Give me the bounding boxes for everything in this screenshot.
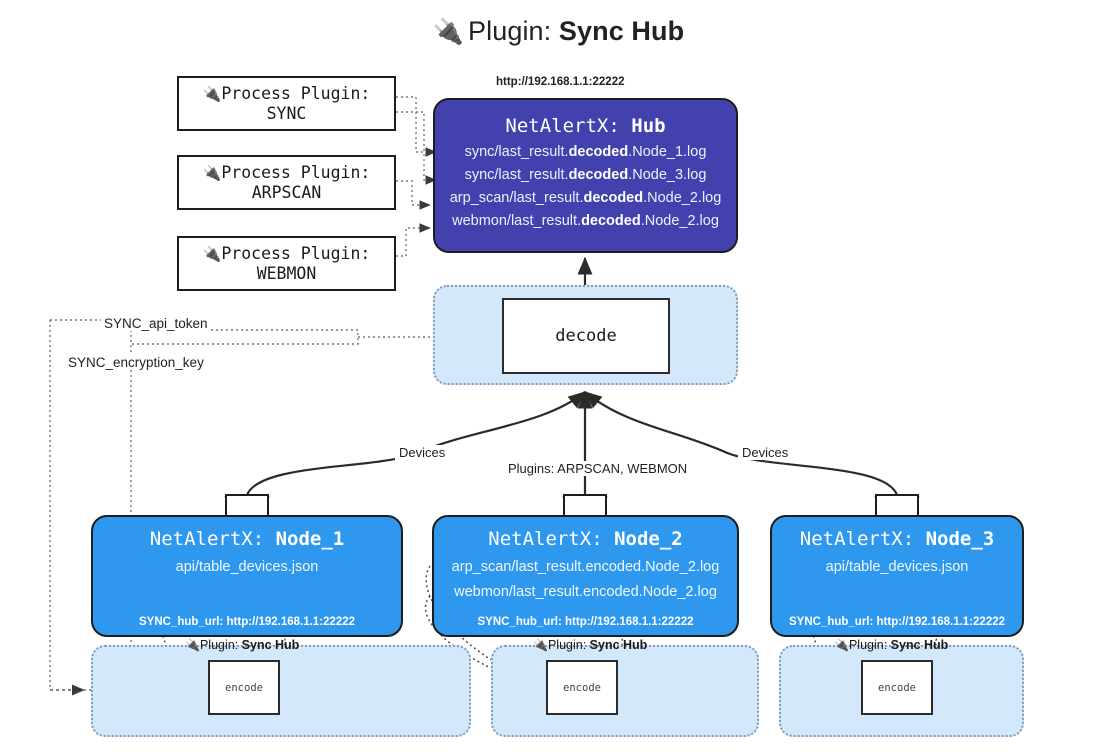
node-3-title: NetAlertX: Node_3 (799, 528, 995, 550)
page-title: 🔌Plugin: Sync Hub (0, 16, 1117, 47)
node-1-title: NetAlertX: Node_1 (149, 528, 345, 550)
page-title-prefix: Plugin: (468, 16, 559, 46)
node-1-footer: SYNC_hub_url: http://192.168.1.1:22222 (138, 616, 356, 628)
plugin-container-node-1: 🔌Plugin: Sync Hub (91, 638, 471, 737)
plug-icon: 🔌 (432, 18, 465, 46)
node-2-footer: SYNC_hub_url: http://192.168.1.1:22222 (477, 616, 694, 628)
hub-title-prefix: NetAlertX: (505, 115, 632, 137)
process-plugin-arpscan[interactable]: 🔌Process Plugin: ARPSCAN (177, 155, 396, 210)
process-plugin-webmon-line1: 🔌Process Plugin: (203, 244, 371, 264)
page-title-name: Sync Hub (558, 16, 685, 46)
plug-icon: 🔌 (834, 638, 849, 652)
process-plugin-arpscan-line1: 🔌Process Plugin: (203, 163, 371, 183)
hub-url-label: http://192.168.1.1:22222 (496, 76, 625, 88)
process-plugin-sync-label: Process Plugin: (221, 83, 371, 103)
plugin-label-node-1: 🔌Plugin: Sync Hub (185, 638, 300, 652)
hub-log-line: sync/last_result.decoded.Node_1.log (464, 144, 707, 160)
node-card-node-2[interactable]: NetAlertX: Node_2 arp_scan/last_result.e… (432, 515, 739, 637)
plugin-container-node-2: 🔌Plugin: Sync Hub (491, 638, 759, 737)
process-plugin-webmon[interactable]: 🔌Process Plugin: WEBMON (177, 236, 396, 291)
hub-node[interactable]: NetAlertX: Hub sync/last_result.decoded.… (433, 98, 738, 253)
plugin-label-node-3: 🔌Plugin: Sync Hub (834, 638, 949, 652)
encode-box-node-3[interactable]: encode (861, 660, 933, 715)
node-3-line: api/table_devices.json (825, 559, 969, 575)
process-plugin-sync-name: SYNC (266, 103, 307, 123)
encode-box-node-1[interactable]: encode (208, 660, 280, 715)
hub-log-line: sync/last_result.decoded.Node_3.log (464, 167, 707, 183)
plug-icon: 🔌 (202, 84, 222, 103)
edge-label-devices-left: Devices (395, 445, 450, 460)
edge-label-plugins: Plugins: ARPSCAN, WEBMON (504, 461, 692, 476)
node-1-line: api/table_devices.json (175, 559, 319, 575)
node-card-node-1[interactable]: NetAlertX: Node_1 api/table_devices.json… (91, 515, 403, 637)
plug-icon: 🔌 (533, 638, 548, 652)
process-plugin-webmon-name: WEBMON (256, 263, 317, 283)
node-2-title: NetAlertX: Node_2 (488, 528, 683, 550)
hub-title: NetAlertX: Hub (435, 115, 736, 137)
plugin-label-node-2: 🔌Plugin: Sync Hub (533, 638, 648, 652)
process-plugin-sync-line1: 🔌Process Plugin: (203, 84, 371, 104)
plug-icon: 🔌 (185, 638, 200, 652)
process-plugin-arpscan-label: Process Plugin: (221, 162, 371, 182)
node-card-node-3[interactable]: NetAlertX: Node_3 api/table_devices.json… (770, 515, 1024, 637)
process-plugin-arpscan-name: ARPSCAN (251, 182, 322, 202)
node-2-line: webmon/last_result.encoded.Node_2.log (454, 584, 717, 600)
process-plugin-webmon-label: Process Plugin: (221, 243, 371, 263)
node-3-footer: SYNC_hub_url: http://192.168.1.1:22222 (788, 616, 1006, 628)
hub-log-line: webmon/last_result.decoded.Node_2.log (452, 213, 719, 229)
edge-label-devices-right: Devices (738, 445, 793, 460)
hub-log-line: arp_scan/last_result.decoded.Node_2.log (449, 190, 722, 206)
node-2-line: arp_scan/last_result.encoded.Node_2.log (451, 559, 720, 575)
decode-box[interactable]: decode (502, 298, 670, 374)
encode-box-node-2[interactable]: encode (546, 660, 618, 715)
plug-icon: 🔌 (202, 163, 222, 182)
plug-icon: 🔌 (202, 244, 222, 263)
hub-title-name: Hub (631, 115, 666, 137)
secret-label-api-token: SYNC_api_token (101, 316, 211, 331)
process-plugin-sync[interactable]: 🔌Process Plugin: SYNC (177, 76, 396, 131)
secret-label-encryption-key: SYNC_encryption_key (65, 355, 207, 370)
